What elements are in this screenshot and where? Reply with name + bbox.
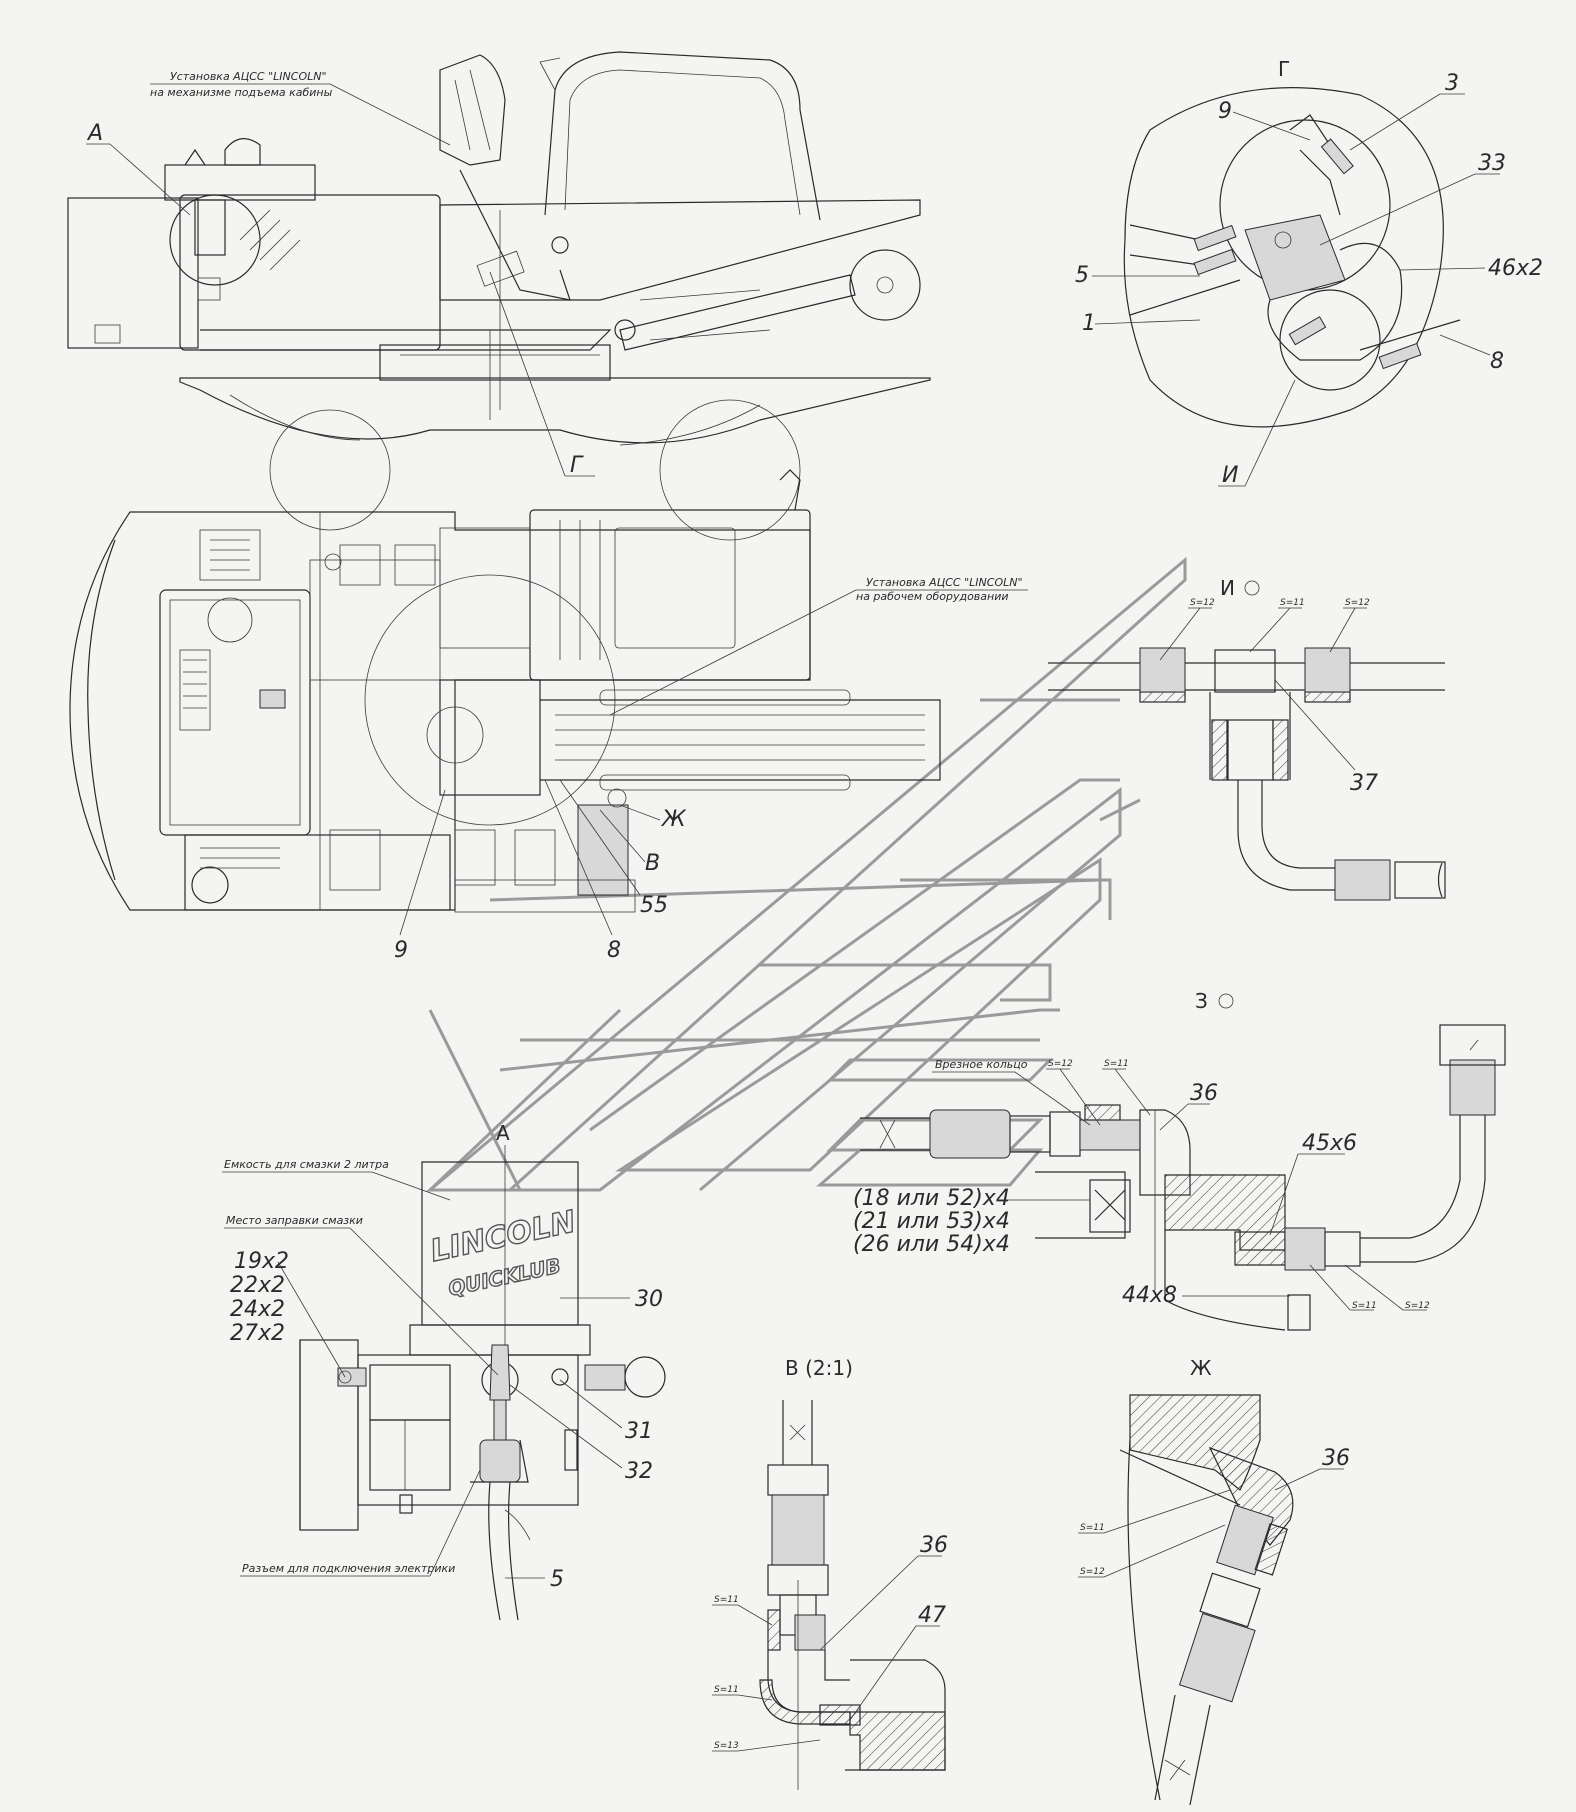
pos-plan-55: 55 [640, 893, 668, 918]
pos-g-8: 8 [1490, 349, 1504, 374]
pos-plan-8: 8 [607, 938, 621, 963]
work-install-note-line2: на рабочем оборудовании [856, 590, 1009, 603]
size-zh-s1: S=11 [1080, 1523, 1105, 1533]
watermark-chevrons [425, 556, 1187, 1192]
pos-a-30: 30 [635, 1287, 663, 1312]
work-install-note-line1: Установка АЦСС "LINCOLN" [866, 576, 1023, 589]
size-v-s3: S=13 [714, 1741, 739, 1751]
size-z-s1: S=12 [1048, 1059, 1073, 1069]
cab-install-note-line1: Установка АЦСС "LINCOLN" [170, 70, 327, 83]
view-label-a-bottom: А [496, 1121, 510, 1145]
plan-view-callouts: Установка АЦСС "LINCOLN" на рабочем обор… [394, 576, 1028, 963]
size-i-s2: S=11 [1280, 598, 1305, 608]
pos-z-44: 44х8 [1122, 1283, 1177, 1308]
pos-a-27: 27х2 [230, 1321, 285, 1346]
pos-g-9: 9 [1218, 99, 1232, 124]
pos-g-3: 3 [1445, 71, 1459, 96]
detail-z: З Врезное кольцо S=12 S=11 [853, 989, 1506, 1331]
detail-a-pump: А LINCOLN QUICKLUB Емкость для смазки 2 … [222, 1121, 666, 1621]
size-zh-s2: S=12 [1080, 1567, 1105, 1577]
pos-z-q3: (26 или 54)х4 [853, 1232, 1010, 1257]
view-label-z: З [1195, 989, 1208, 1013]
view-label-v-plan: В [645, 851, 660, 876]
detail-i: И S=12 S=11 S=12 37 [1048, 576, 1446, 901]
pos-a-19: 19х2 [234, 1249, 289, 1274]
size-z-s3: S=11 [1352, 1301, 1377, 1311]
view-label-zh-plan: Ж [660, 807, 687, 832]
size-v-s2: S=11 [714, 1685, 739, 1695]
pos-g-33: 33 [1478, 151, 1506, 176]
pos-plan-9: 9 [394, 938, 408, 963]
detail-g: Г [1123, 57, 1461, 428]
pos-v-47: 47 [918, 1603, 946, 1628]
view-label-i: И [1222, 463, 1238, 488]
pos-zh-36: 36 [1322, 1446, 1350, 1471]
size-i-s1: S=12 [1190, 598, 1215, 608]
pos-z-q2: (21 или 53)х4 [853, 1209, 1010, 1234]
pos-z-36: 36 [1190, 1081, 1218, 1106]
view-label-a: А [86, 121, 103, 146]
pos-z-q1: (18 или 52)х4 [853, 1186, 1010, 1211]
view-label-zh: Ж [1190, 1356, 1212, 1380]
size-v-s1: S=11 [714, 1595, 739, 1605]
side-view-callouts: Установка АЦСС "LINCOLN" на механизме по… [86, 70, 595, 478]
tank-note: Емкость для смазки 2 литра [224, 1158, 389, 1171]
view-label-i-detail: И [1220, 576, 1235, 600]
pos-a-22: 22х2 [230, 1273, 285, 1298]
pos-g-1: 1 [1082, 311, 1096, 336]
pos-i-37: 37 [1350, 771, 1378, 796]
connector-note: Разъем для подключения электрики [242, 1562, 455, 1575]
size-z-s4: S=12 [1405, 1301, 1430, 1311]
pos-a-31: 31 [625, 1419, 653, 1444]
size-z-s2: S=11 [1104, 1059, 1129, 1069]
pos-g-46: 46х2 [1488, 256, 1543, 281]
plan-view-machine [69, 469, 941, 913]
pos-z-45: 45х6 [1302, 1131, 1357, 1156]
refill-note: Место заправки смазки [226, 1214, 363, 1227]
pos-a-24: 24х2 [230, 1297, 285, 1322]
side-view-machine [67, 51, 931, 541]
view-label-v: В (2:1) [785, 1356, 853, 1380]
cab-install-note-line2: на механизме подъема кабины [150, 86, 333, 99]
size-i-s3: S=12 [1345, 598, 1370, 608]
pos-a-32: 32 [625, 1459, 653, 1484]
view-label-g: Г [1278, 57, 1290, 81]
detail-g-callouts: 9 3 33 5 46х2 1 8 И [1075, 71, 1543, 488]
cut-ring-note: Врезное кольцо [935, 1058, 1028, 1071]
pos-g-5: 5 [1075, 263, 1089, 288]
detail-v: В (2:1) S=11 S=11 S=13 36 47 [712, 1356, 948, 1790]
detail-zh: Ж S=11 S=12 36 [1078, 1356, 1350, 1806]
pos-a-5: 5 [550, 1567, 564, 1592]
pos-v-36: 36 [920, 1533, 948, 1558]
view-label-g-bottom: Г [570, 453, 584, 478]
